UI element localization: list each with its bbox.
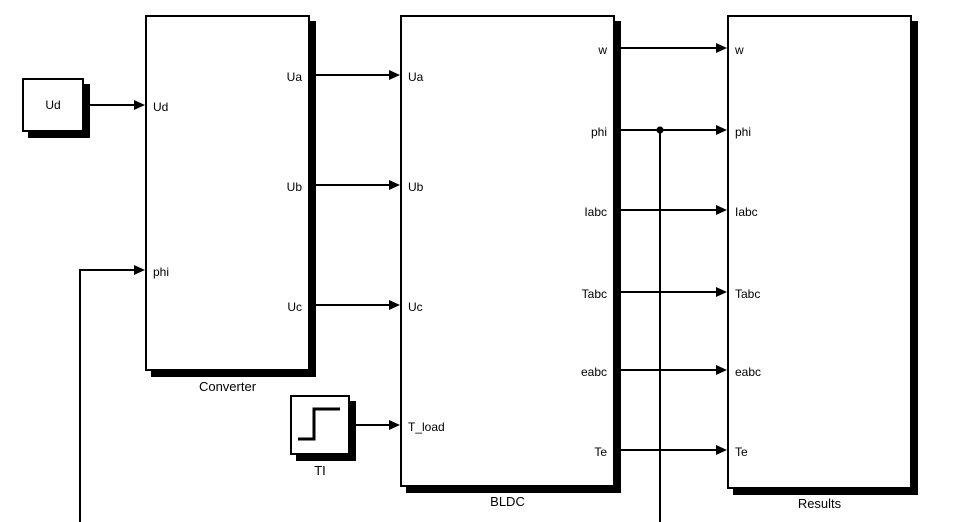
results-input-te: Te [735, 445, 748, 459]
bldc-output-te: Te [594, 445, 607, 459]
results-input-iabc: Iabc [735, 205, 758, 219]
bldc-block-name[interactable]: BLDC [490, 494, 525, 509]
bldc-block[interactable]: Ua Ub Uc T_load w phi Iabc Tabc eabc Te [400, 15, 615, 487]
converter-input-phi: phi [153, 265, 170, 279]
converter-output-uc: Uc [287, 300, 302, 314]
arrowhead [134, 100, 145, 110]
arrowhead [716, 445, 727, 455]
results-input-w: w [735, 43, 744, 57]
converter-input-ud: Ud [153, 100, 169, 114]
bldc-output-phi: phi [590, 125, 607, 139]
bldc-output-eabc: eabc [580, 365, 607, 379]
arrowhead [716, 205, 727, 215]
results-block-name[interactable]: Results [797, 496, 842, 511]
step-signal-icon [298, 407, 340, 441]
converter-block-name[interactable]: Converter [198, 379, 257, 394]
bldc-output-w: w [598, 43, 607, 57]
wire-phi-feedback-to-converter[interactable] [79, 269, 143, 522]
results-block[interactable]: w phi Iabc Tabc eabc Te [727, 15, 912, 489]
results-input-phi: phi [735, 125, 752, 139]
converter-output-ub: Ub [286, 180, 302, 194]
bldc-input-uc: Uc [408, 300, 423, 314]
results-input-eabc: eabc [735, 365, 762, 379]
arrowhead [389, 420, 400, 430]
arrowhead [389, 70, 400, 80]
wire-junction-dot [656, 126, 664, 134]
arrowhead [389, 300, 400, 310]
bldc-output-tabc: Tabc [581, 287, 607, 301]
arrowhead [716, 43, 727, 53]
arrowhead [716, 287, 727, 297]
converter-block[interactable]: Ud phi Ua Ub Uc [145, 15, 310, 371]
results-input-tabc: Tabc [735, 287, 761, 301]
converter-output-ua: Ua [286, 70, 302, 84]
ud-source-label: Ud [45, 98, 61, 112]
ud-source-block[interactable]: Ud [22, 78, 84, 132]
bldc-input-t-load: T_load [408, 420, 445, 434]
arrowhead [716, 125, 727, 135]
bldc-output-iabc: Iabc [584, 205, 607, 219]
bldc-input-ub: Ub [408, 180, 424, 194]
arrowhead [134, 265, 145, 275]
ti-block-name[interactable]: TI [314, 463, 326, 478]
arrowhead [389, 180, 400, 190]
bldc-input-ua: Ua [408, 70, 424, 84]
ti-source-block[interactable] [290, 395, 350, 455]
arrowhead [716, 365, 727, 375]
